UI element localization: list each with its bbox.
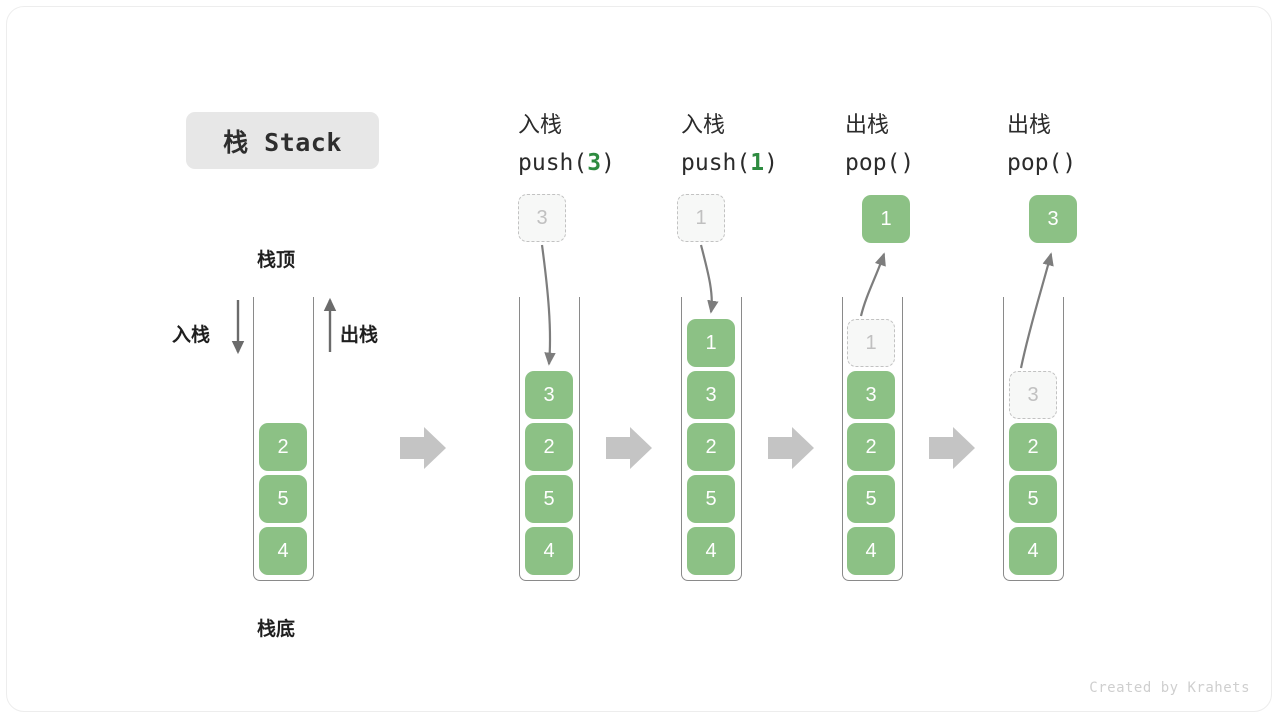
stack-node: 2 xyxy=(1009,423,1057,471)
step-code-label: push(3) xyxy=(518,144,615,182)
stack-node: 5 xyxy=(687,475,735,523)
stack-node: 5 xyxy=(259,475,307,523)
stack-title-chip: 栈 Stack xyxy=(186,112,379,169)
stack-node: 5 xyxy=(525,475,573,523)
outgoing-node: 3 xyxy=(1029,195,1077,243)
step-header-pop-1: 出栈 pop() xyxy=(845,106,914,182)
removed-node-ghost: 3 xyxy=(1009,371,1057,419)
stack-node: 4 xyxy=(687,527,735,575)
stack-node: 4 xyxy=(525,527,573,575)
code-suffix: ) xyxy=(1062,150,1077,176)
step-code-label: pop() xyxy=(1007,144,1076,182)
code-value: 1 xyxy=(750,150,765,176)
incoming-node: 3 xyxy=(518,194,566,242)
stack-node: 5 xyxy=(847,475,895,523)
stack-node: 5 xyxy=(1009,475,1057,523)
step-cn-label: 出栈 xyxy=(845,112,890,137)
code-prefix: push( xyxy=(681,150,751,176)
stack-node: 1 xyxy=(687,319,735,367)
step-header-pop-3: 出栈 pop() xyxy=(1007,106,1076,182)
removed-node-ghost: 1 xyxy=(847,319,895,367)
step-header-push-3: 入栈 push(3) xyxy=(518,106,615,182)
stack-bottom-label: 栈底 xyxy=(257,619,296,640)
stack-node: 2 xyxy=(259,423,307,471)
push-direction-label: 入栈 xyxy=(172,325,211,346)
code-prefix: push( xyxy=(518,150,588,176)
step-header-push-1: 入栈 push(1) xyxy=(681,106,778,182)
code-suffix: ) xyxy=(764,150,778,176)
stack-container-pop-1 xyxy=(842,297,903,581)
stack-container-pop-3 xyxy=(1003,297,1064,581)
pop-direction-label: 出栈 xyxy=(340,325,379,346)
code-suffix: ) xyxy=(601,150,615,176)
stack-node: 2 xyxy=(525,423,573,471)
code-value: 3 xyxy=(587,150,602,176)
stack-container-push-3 xyxy=(519,297,580,581)
stack-container-push-1 xyxy=(681,297,742,581)
stack-node: 2 xyxy=(687,423,735,471)
stack-top-label: 栈顶 xyxy=(257,250,296,271)
outgoing-node: 1 xyxy=(862,195,910,243)
incoming-node: 1 xyxy=(677,194,725,242)
stack-node: 2 xyxy=(847,423,895,471)
stack-node: 4 xyxy=(259,527,307,575)
stack-node: 4 xyxy=(1009,527,1057,575)
credit-text: Created by Krahets xyxy=(1089,680,1250,696)
code-prefix: pop( xyxy=(1007,150,1063,176)
code-suffix: ) xyxy=(900,150,915,176)
step-cn-label: 出栈 xyxy=(1007,112,1052,137)
stack-node: 3 xyxy=(687,371,735,419)
step-code-label: push(1) xyxy=(681,144,778,182)
stack-container-initial xyxy=(253,297,314,581)
step-cn-label: 入栈 xyxy=(518,112,563,137)
stack-node: 4 xyxy=(847,527,895,575)
stack-node: 3 xyxy=(525,371,573,419)
code-prefix: pop( xyxy=(845,150,901,176)
stack-node: 3 xyxy=(847,371,895,419)
step-code-label: pop() xyxy=(845,144,914,182)
step-cn-label: 入栈 xyxy=(681,112,726,137)
